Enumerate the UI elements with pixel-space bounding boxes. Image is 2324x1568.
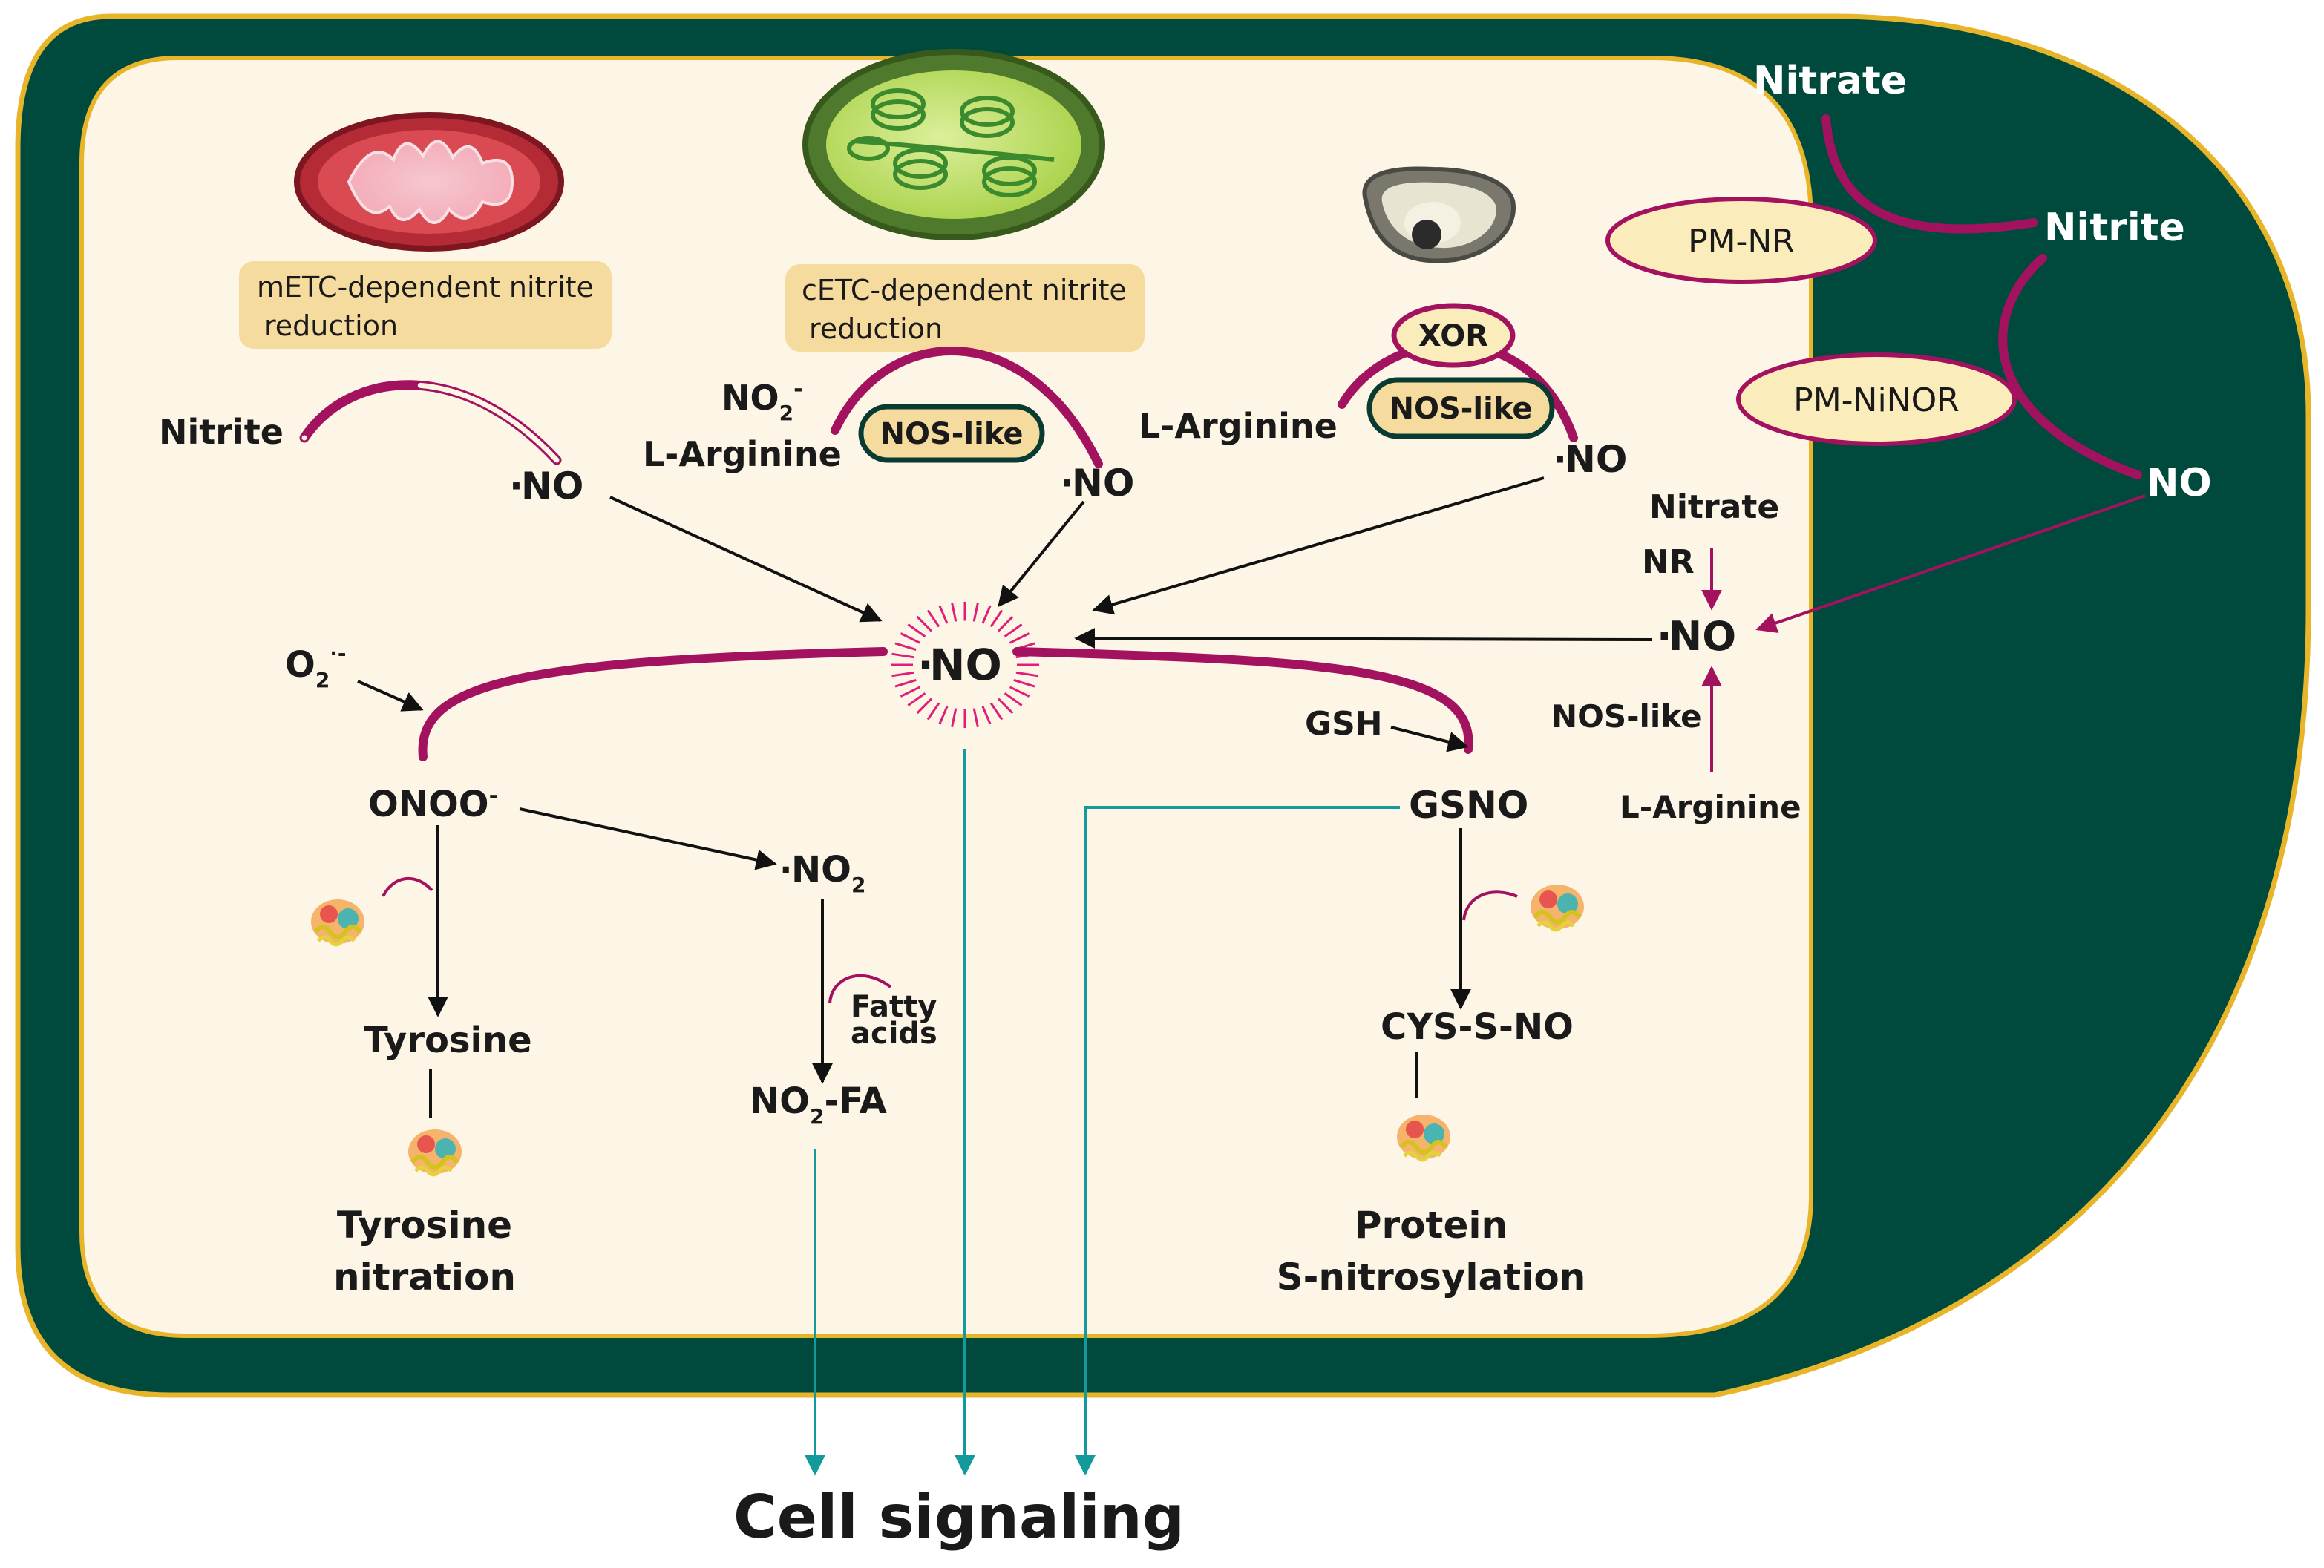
xor-badge: XOR xyxy=(1391,303,1516,368)
central-no: NO xyxy=(929,640,1002,690)
peroxisome-substrate: L-Arginine xyxy=(1139,406,1338,446)
chloroplast-icon xyxy=(802,49,1105,240)
peroxisome-no-dot: · xyxy=(1553,438,1567,481)
gsh: GSH xyxy=(1305,705,1383,743)
peroxisome-nos-like-badge: NOS-like xyxy=(1366,377,1555,439)
chloro-label-line-2: reduction xyxy=(809,312,943,345)
protein-structure-icon xyxy=(408,1129,462,1177)
svg-text:PM-NR: PM-NR xyxy=(1688,223,1795,260)
tyrosine-nitration-line-1: Tyrosine xyxy=(337,1204,512,1247)
mitochondrion-icon xyxy=(294,112,564,252)
fatty-acids-line-2: acids xyxy=(851,1017,937,1051)
superoxide: O2·- xyxy=(285,641,347,692)
nitrogen-dioxide: NO2 xyxy=(791,849,865,897)
chloro-substrate-arginine: L-Arginine xyxy=(643,434,842,474)
pm-ninor-arc xyxy=(1998,254,2142,479)
protein-snitrosylation-line-1: Protein xyxy=(1355,1204,1508,1247)
svg-text:NOS-like: NOS-like xyxy=(1390,392,1533,426)
fatty-acids-line-1: Fatty xyxy=(851,990,937,1024)
peroxisome-icon xyxy=(1362,166,1516,263)
central-reaction-arc xyxy=(418,647,888,761)
pm-to-cytosol-no-arrow xyxy=(1755,494,2146,634)
no2-dot: · xyxy=(779,850,792,890)
svg-text:XOR: XOR xyxy=(1418,319,1488,353)
svg-text:PM-NiNOR: PM-NiNOR xyxy=(1793,381,1960,419)
chloro-product: NO xyxy=(1072,462,1134,505)
cytosol-nitrate: Nitrate xyxy=(1649,488,1779,526)
burst-spikes xyxy=(891,602,1039,728)
protein-snitrosylation-line-2: S-nitrosylation xyxy=(1277,1256,1586,1299)
svg-text:NOS-like: NOS-like xyxy=(880,417,1024,451)
mito-no-dot: · xyxy=(509,465,523,508)
pm-nitrate: Nitrate xyxy=(1753,59,1907,103)
peroxisome-product: NO xyxy=(1565,438,1627,481)
pm-nr-oval: PM-NR xyxy=(1605,197,1877,284)
chloro-reaction-arc xyxy=(831,347,1103,468)
cytosol-to-central-arrow xyxy=(1074,628,1653,649)
chloro-label-line-1: cETC-dependent nitrite xyxy=(802,274,1127,306)
cytosol-nr: NR xyxy=(1642,543,1695,581)
gsno: GSNO xyxy=(1409,784,1528,827)
cytosol-arginine: L-Arginine xyxy=(1620,789,1801,825)
chloro-nos-like-badge: NOS-like xyxy=(858,404,1045,463)
tyrosine-nitration-line-2: nitration xyxy=(333,1256,516,1299)
protein-structure-icon xyxy=(1531,885,1584,932)
chloro-no-dot: · xyxy=(1060,462,1074,505)
tyrosine: Tyrosine xyxy=(364,1020,532,1061)
cys-sno: CYS-S-NO xyxy=(1381,1006,1574,1048)
cell-signaling-label: Cell signaling xyxy=(733,1483,1185,1552)
cytosol-nos-like: NOS-like xyxy=(1551,698,1702,735)
chloro-substrate-no2: NO2- xyxy=(721,376,803,425)
cytoplasm xyxy=(79,56,1813,1338)
pm-ninor-oval: PM-NiNOR xyxy=(1736,352,2017,446)
mito-product: NO xyxy=(521,465,583,508)
peroxynitrite: ONOO- xyxy=(368,783,498,825)
protein-structure-icon xyxy=(311,899,364,947)
mito-substrate: Nitrite xyxy=(159,412,284,452)
cytosol-no-dot: · xyxy=(1657,613,1672,660)
pm-nitrite: Nitrite xyxy=(2044,206,2185,250)
pm-no: NO xyxy=(2147,461,2212,505)
pm-nr-arc xyxy=(1821,114,2038,234)
protein-structure-icon xyxy=(1397,1115,1450,1162)
chloroplast-label-box: cETC-dependent nitrite reduction xyxy=(785,264,1145,352)
signaling-line-gsno xyxy=(1075,806,1400,1476)
cytosol-no: NO xyxy=(1669,613,1736,660)
central-no-dot: · xyxy=(917,640,934,690)
central-no-burst xyxy=(891,602,1039,728)
nitro-fatty-acid: NO2-FA xyxy=(750,1080,887,1129)
mito-label-line-1: mETC-dependent nitrite xyxy=(257,271,594,304)
mitochondrion-label-box: mETC-dependent nitrite reduction xyxy=(239,261,612,349)
mito-label-line-2: reduction xyxy=(264,309,398,342)
